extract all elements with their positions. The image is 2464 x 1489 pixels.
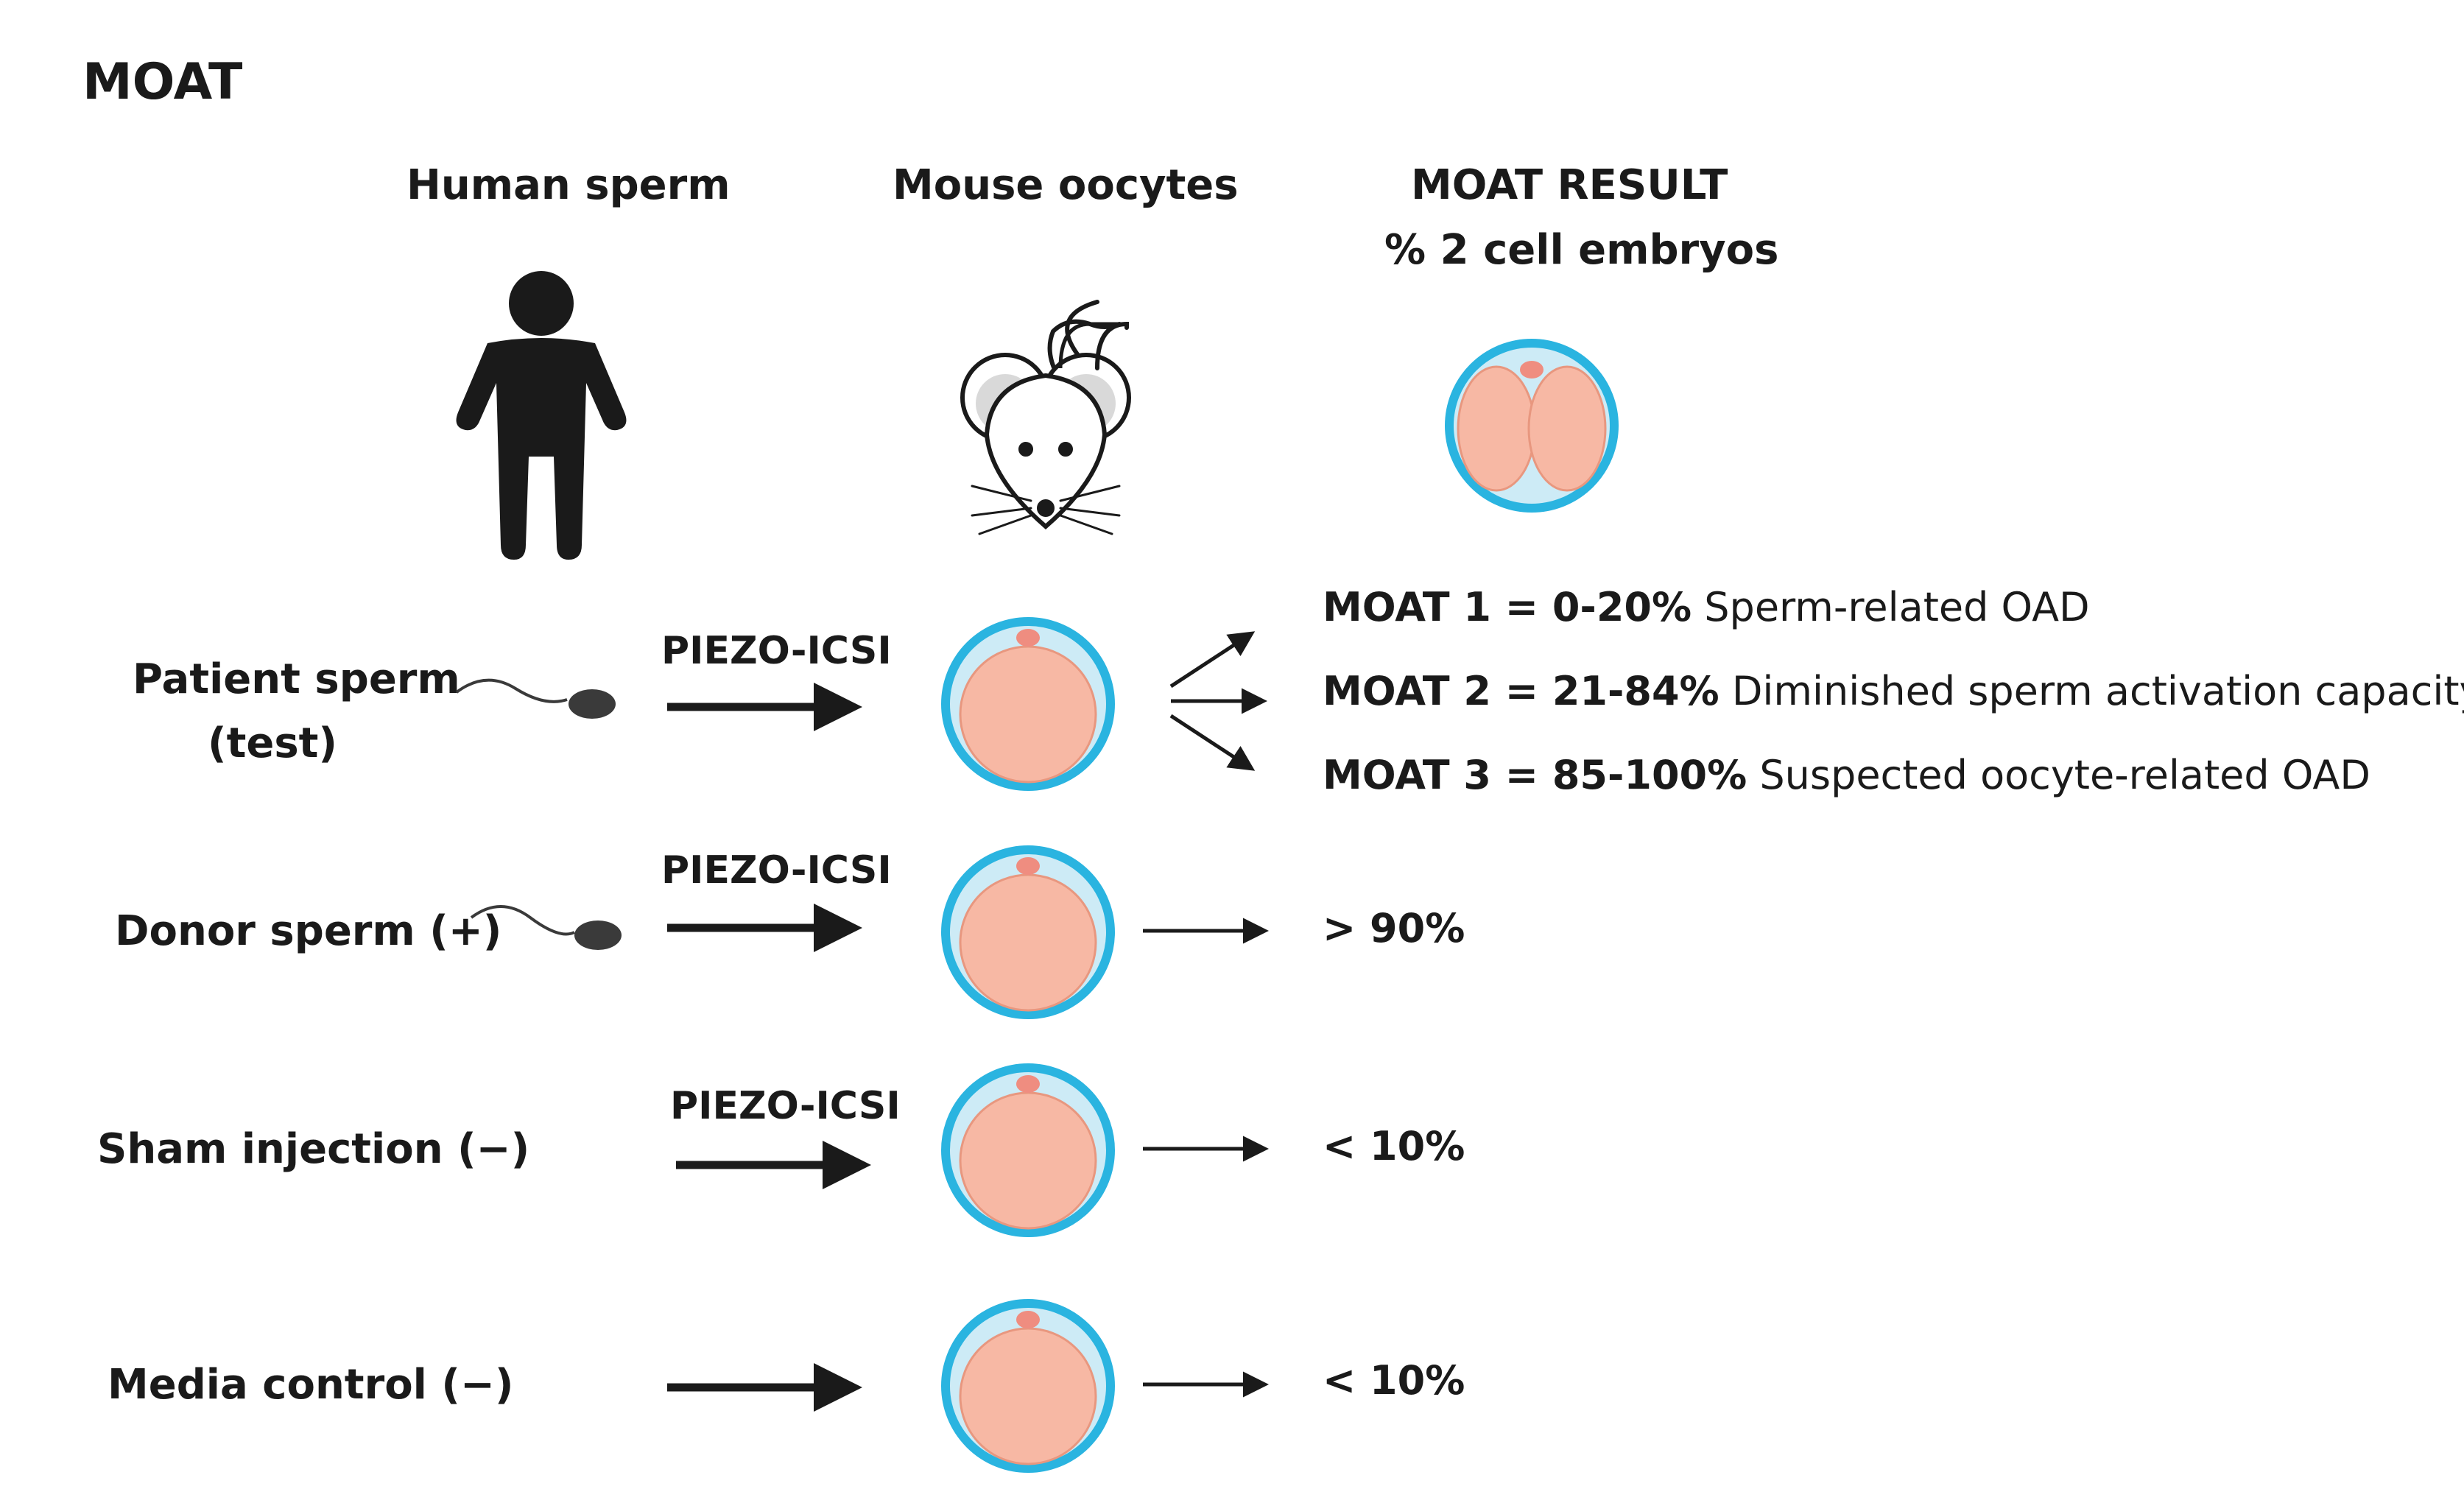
oocyte-icon	[941, 845, 1115, 1019]
figure-title: MOAT	[82, 53, 243, 111]
column-header-human-sperm: Human sperm	[406, 161, 731, 209]
column-header-moat-result: MOAT RESULT	[1411, 161, 1728, 209]
oocyte-icon	[941, 1299, 1115, 1473]
outcome-moat-2: MOAT 2 = 21-84% Diminished sperm activat…	[1323, 672, 2464, 711]
row-label-patient-sperm: Patient sperm (test)	[133, 648, 460, 776]
oocyte-icon	[941, 617, 1115, 791]
column-header-mouse-oocytes: Mouse oocytes	[893, 161, 1239, 209]
outcome-moat-3: MOAT 3 = 85-100% Suspected oocyte-relate…	[1323, 756, 2370, 795]
sperm-icon	[470, 905, 622, 950]
method-label-patient: PIEZO-ICSI	[661, 629, 892, 673]
row-label-sham-injection: Sham injection (−)	[97, 1125, 530, 1173]
row-label-media-control: Media control (−)	[108, 1361, 514, 1409]
outcome-moat-2-meaning: Diminished sperm activation capacity	[1731, 668, 2464, 714]
human-figure-icon	[456, 271, 627, 560]
outcome-moat-1-range: MOAT 1 = 0-20%	[1323, 584, 1692, 630]
column-header-two-cell-embryos: % 2 cell embryos	[1384, 226, 1779, 274]
result-sham: < 10%	[1323, 1123, 1465, 1169]
mouse-head-icon	[960, 300, 1131, 535]
outcome-moat-3-meaning: Suspected oocyte-related OAD	[1759, 752, 2370, 798]
sperm-icon	[455, 678, 616, 719]
method-label-sham: PIEZO-ICSI	[670, 1084, 901, 1128]
mouse-tail-icon	[1058, 322, 1124, 369]
row-label-donor-sperm: Donor sperm (+)	[115, 907, 502, 955]
outcome-moat-1: MOAT 1 = 0-20% Sperm-related OAD	[1323, 588, 2090, 627]
branch-arrow-moat-1	[1169, 631, 1256, 689]
row-label-patient-line1: Patient sperm	[133, 655, 460, 703]
oocyte-icon	[941, 1063, 1115, 1237]
row-label-patient-line2: (test)	[207, 719, 338, 767]
result-donor: > 90%	[1323, 905, 1465, 951]
method-label-donor: PIEZO-ICSI	[661, 848, 892, 893]
result-media: < 10%	[1323, 1357, 1465, 1404]
outcome-moat-1-meaning: Sperm-related OAD	[1704, 584, 2090, 630]
outcome-moat-3-range: MOAT 3 = 85-100%	[1323, 752, 1747, 798]
two-cell-embryo-icon	[1445, 339, 1619, 513]
outcome-moat-2-range: MOAT 2 = 21-84%	[1323, 668, 1719, 714]
branch-arrow-moat-3	[1169, 714, 1256, 771]
